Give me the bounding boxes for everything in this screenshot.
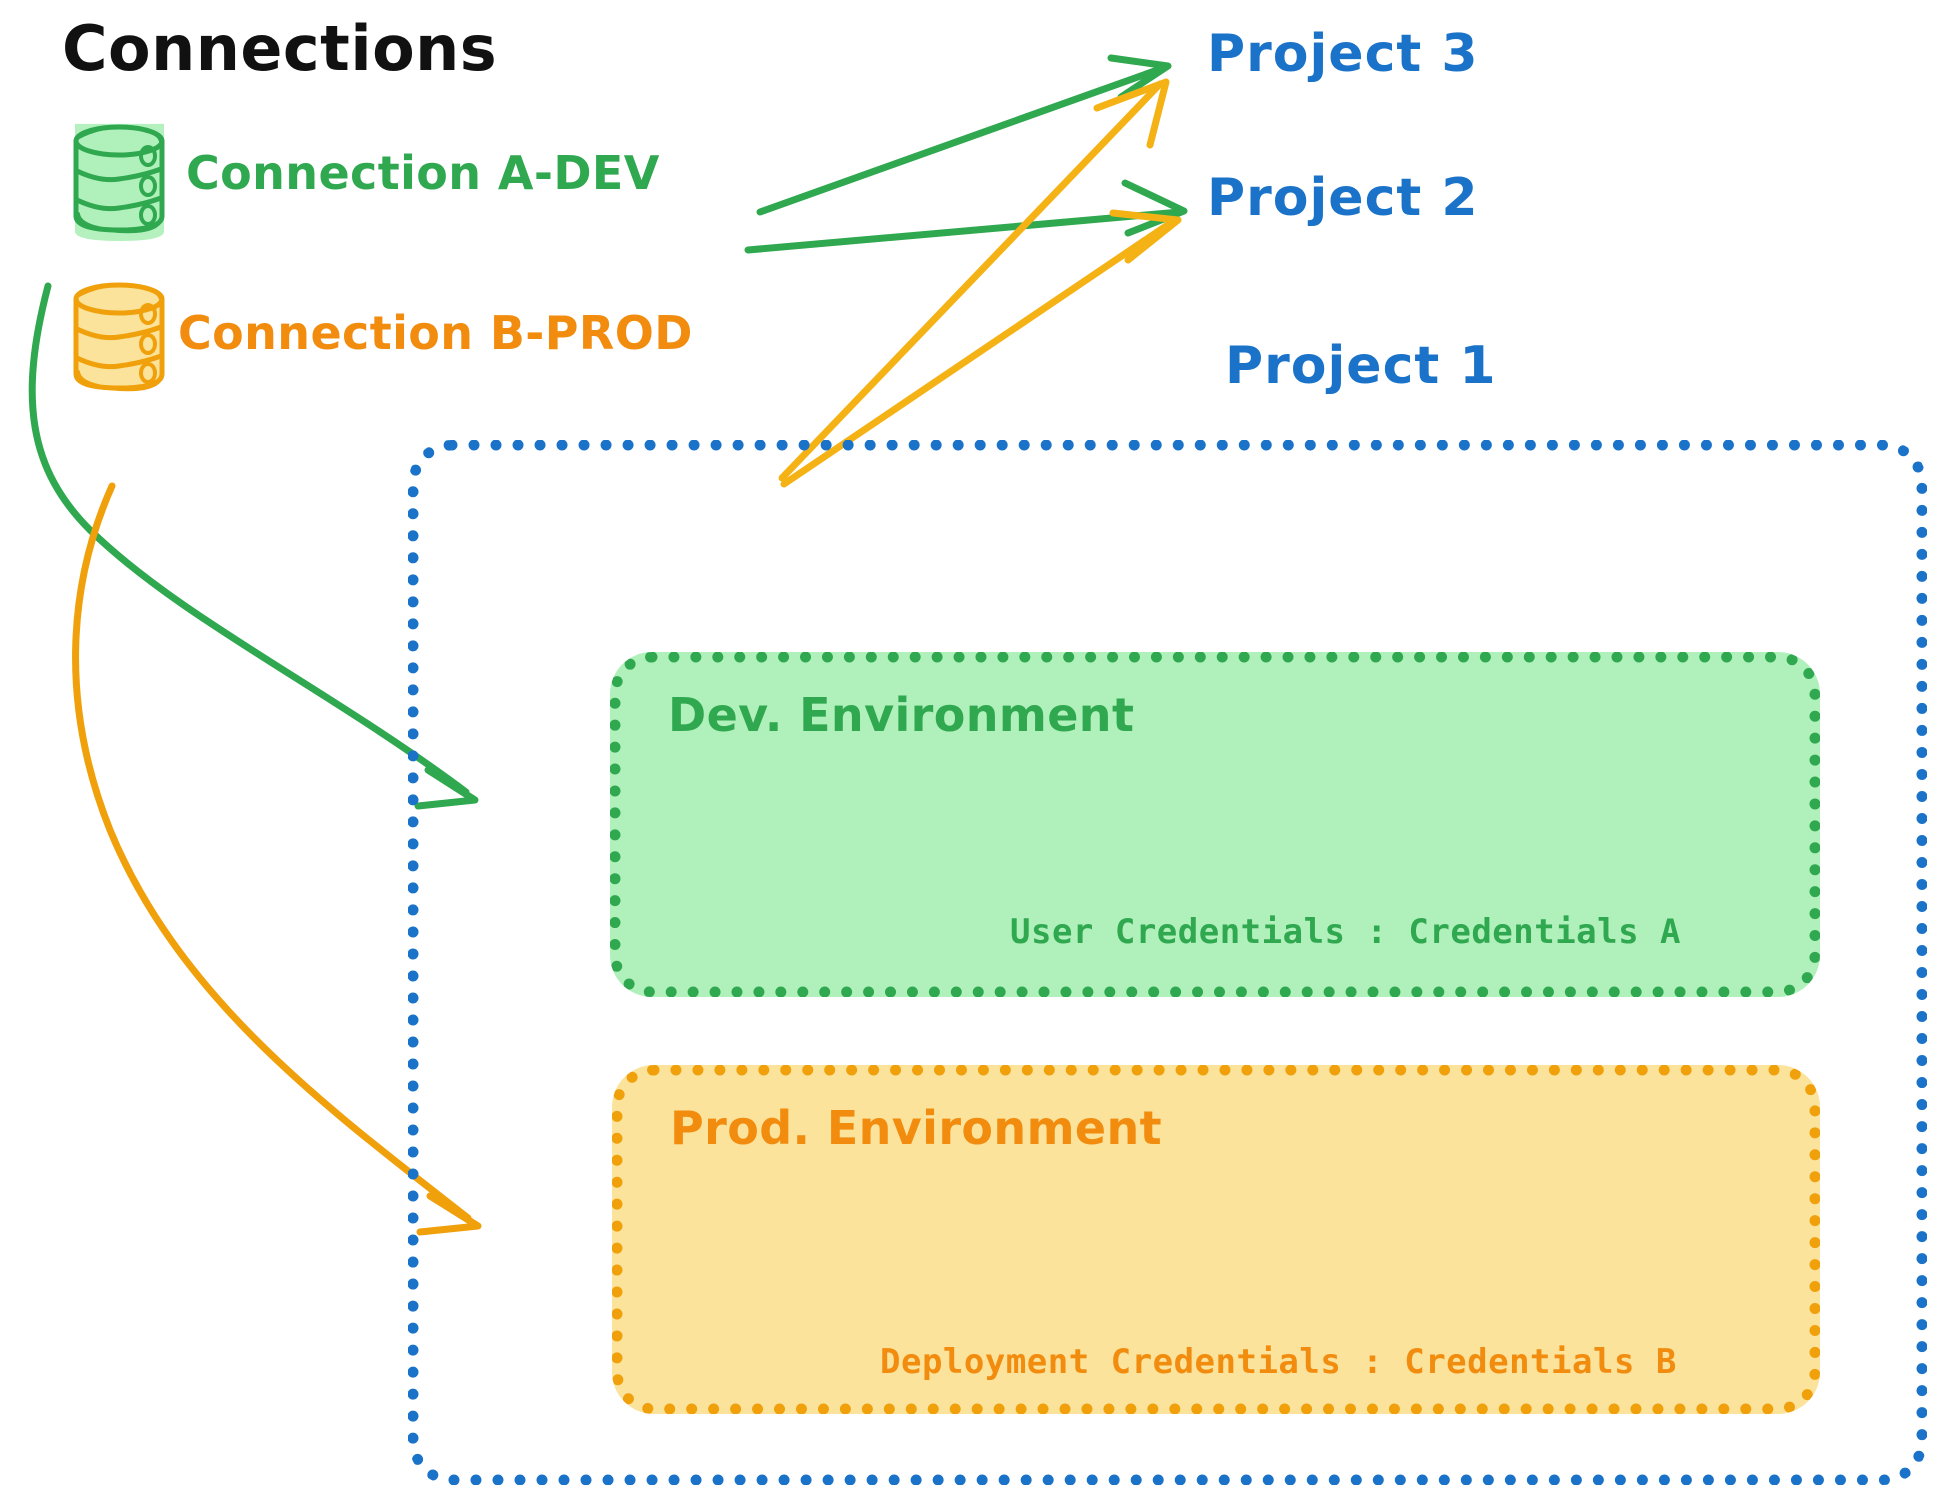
edge-connection-a-to-project-3 (756, 54, 1172, 216)
prod-environment-credentials: Deployment Credentials : Credentials B (880, 1342, 1677, 1382)
project-1-label[interactable]: Project 1 (1225, 336, 1497, 396)
database-cylinder-icon-green[interactable] (73, 123, 165, 241)
project-2-label[interactable]: Project 2 (1207, 168, 1479, 228)
connection-b-prod-label[interactable]: Connection B-PROD (178, 306, 693, 360)
dev-environment-credentials: User Credentials : Credentials A (1010, 912, 1682, 952)
edge-connection-b-to-prod-environment (72, 482, 482, 1236)
database-cylinder-icon-orange[interactable] (73, 282, 165, 392)
project-3-label[interactable]: Project 3 (1207, 24, 1479, 84)
dev-environment-title: Dev. Environment (668, 688, 1135, 742)
dev-environment-box[interactable] (610, 652, 1820, 997)
edge-connection-b-to-project-3 (778, 78, 1170, 482)
edge-connection-a-to-dev-environment (28, 282, 479, 810)
connection-a-dev-label[interactable]: Connection A-DEV (186, 146, 660, 200)
page-title: Connections (62, 12, 498, 85)
prod-environment-title: Prod. Environment (670, 1101, 1163, 1155)
edge-connection-a-to-project-2 (744, 179, 1188, 254)
project-1-container (408, 440, 1927, 1485)
prod-environment-box[interactable] (612, 1065, 1820, 1414)
